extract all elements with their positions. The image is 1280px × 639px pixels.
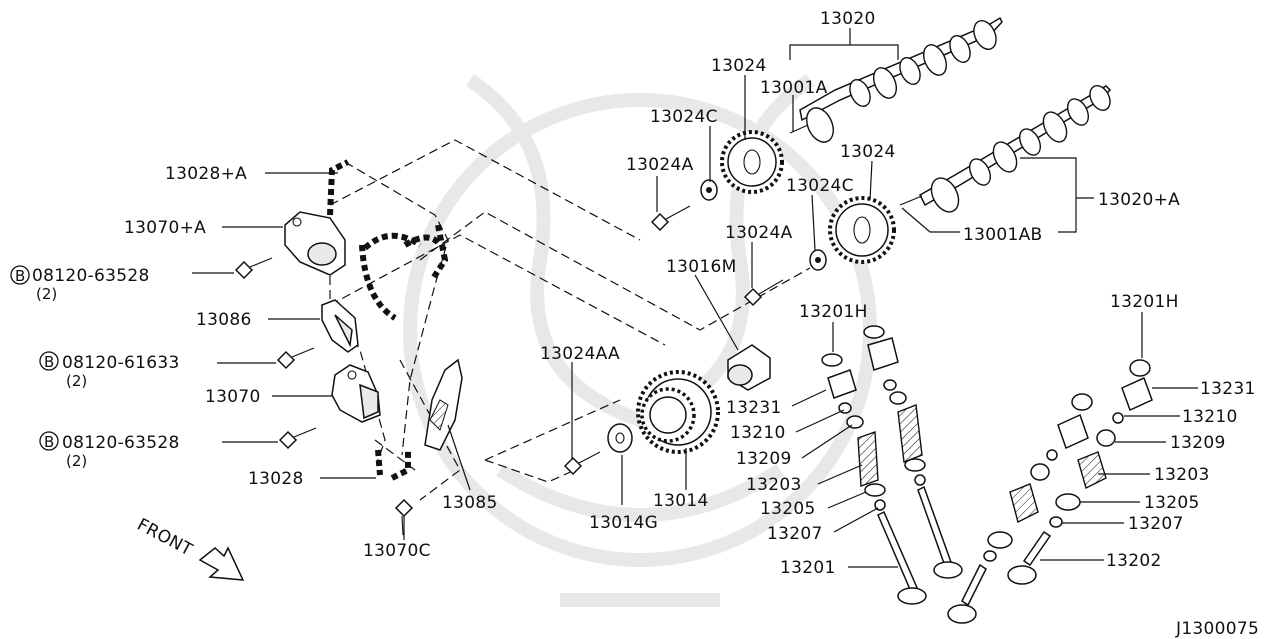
label-spring-l: 13203 — [746, 475, 802, 495]
label-tensioner-upper: 13070+A — [124, 218, 206, 238]
label-sprocket-b: 13024 — [840, 142, 896, 162]
label-tensioner-lower: 13070 — [205, 387, 261, 407]
leader-lines — [192, 28, 1198, 568]
label-camshaft-b: 13020+A — [1098, 190, 1180, 210]
label-camshaft-a: 13020 — [820, 9, 876, 29]
camshaft-lower — [899, 85, 1112, 213]
bolt-callout-3: B 08120-63528 (2) — [39, 431, 180, 470]
bolt-callout-1: B 08120-63528 (2) — [10, 265, 150, 303]
label-bolt-aa: 13024AA — [540, 344, 620, 364]
chain-outline — [329, 161, 449, 461]
front-arrow — [198, 546, 245, 581]
bolt-marker-3: B — [44, 433, 54, 451]
chain-tensioner-lower — [331, 364, 381, 423]
label-bolt3-qty: (2) — [66, 452, 87, 470]
valve-stack-center — [863, 325, 963, 579]
label-idler-sprocket: 13014 — [653, 491, 709, 511]
label-seat-l: 13209 — [736, 449, 792, 469]
idler-bolt — [563, 451, 601, 476]
label-seal-r: 13207 — [1128, 514, 1184, 534]
bolt-marker-2: B — [44, 353, 54, 371]
camshaft-upper — [789, 16, 1003, 143]
mount-bolt-3 — [278, 427, 317, 450]
valve-stack-left — [821, 353, 927, 605]
tensioner-bolt — [394, 498, 414, 536]
part-labels: 13020 13024 13001A 13024C 13024 13024A 1… — [10, 9, 1259, 639]
label-seat-r: 13209 — [1170, 433, 1226, 453]
label-bolt-a: 13024A — [626, 155, 694, 175]
label-shim-r: 13231 — [1200, 379, 1256, 399]
idler-washer — [607, 423, 633, 453]
label-washer-b: 13024C — [786, 176, 854, 196]
label-chain-lower: 13028 — [248, 469, 304, 489]
assembly-lines — [329, 139, 811, 501]
mount-bolt-2 — [276, 347, 315, 370]
label-retainer-r: 13210 — [1182, 407, 1238, 427]
label-spring-seat-l: 13205 — [760, 499, 816, 519]
front-label: FRONT — [134, 515, 196, 561]
cam-sprocket-lower — [828, 196, 896, 264]
cam-washers — [700, 179, 827, 271]
plug-part — [727, 344, 771, 391]
label-bolt-b: 13024A — [725, 223, 793, 243]
label-lifter-r: 13201H — [1110, 292, 1179, 312]
label-bolt1: 08120-63528 — [32, 266, 150, 286]
label-shim-l: 13231 — [726, 398, 782, 418]
label-guide: 13086 — [196, 310, 252, 330]
cam-sprocket-upper — [720, 130, 784, 194]
label-sprocket-a: 13024 — [711, 56, 767, 76]
label-retainer-l: 13210 — [730, 423, 786, 443]
cam-bolts — [650, 205, 784, 307]
slack-guide — [424, 358, 463, 451]
drawing-number: J1300075 — [1175, 619, 1259, 639]
valve-stack-far-right — [947, 393, 1093, 624]
label-plug: 13016M — [666, 257, 737, 277]
chain-tensioner-upper — [284, 211, 346, 276]
label-pin-a: 13001A — [760, 78, 828, 98]
bolt-callout-2: B 08120-61633 (2) — [39, 351, 180, 390]
timing-chain-lower — [375, 449, 411, 481]
label-bolt3: 08120-63528 — [62, 433, 180, 453]
bolt-marker-1: B — [15, 267, 25, 285]
timing-chain-upper — [327, 159, 449, 321]
label-spring-r: 13203 — [1154, 465, 1210, 485]
label-slack-guide: 13085 — [442, 493, 498, 513]
label-valve-intake: 13201 — [780, 558, 836, 578]
label-idler-washer: 13014G — [589, 513, 658, 533]
label-bolt2: 08120-61633 — [62, 353, 180, 373]
valve-stack-right — [1007, 359, 1153, 585]
label-washer-a: 13024C — [650, 107, 718, 127]
mount-bolt-1 — [234, 257, 273, 280]
label-valve-exhaust: 13202 — [1106, 551, 1162, 571]
label-chain-upper: 13028+A — [165, 164, 247, 184]
label-lifter-l: 13201H — [799, 302, 868, 322]
chain-guide — [321, 299, 359, 353]
label-bolt2-qty: (2) — [66, 372, 87, 390]
label-spring-seat-r: 13205 — [1144, 493, 1200, 513]
label-bolt1-qty: (2) — [36, 285, 57, 303]
label-seal-l: 13207 — [767, 524, 823, 544]
label-tensioner-bolt: 13070C — [363, 541, 431, 561]
idler-sprocket — [636, 370, 720, 454]
label-pin-ab: 13001AB — [963, 225, 1042, 245]
